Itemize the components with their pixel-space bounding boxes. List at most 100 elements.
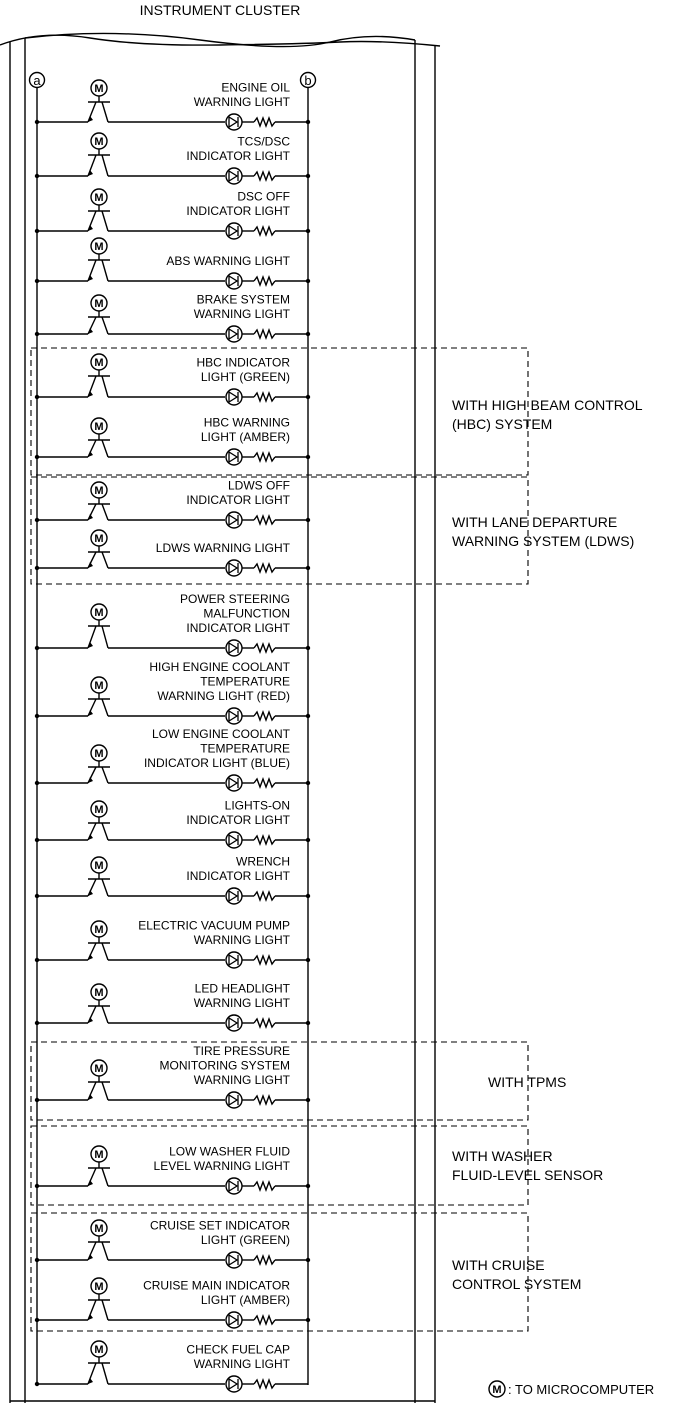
microcomputer-icon-letter: M	[94, 860, 103, 872]
resistor-icon	[253, 890, 276, 902]
circuit-label-line: MALFUNCTION	[203, 607, 290, 621]
circuit-label-line: WARNING LIGHT	[194, 307, 291, 321]
circuit-label-line: INDICATOR LIGHT	[186, 204, 290, 218]
transistor-arrow-icon	[88, 170, 93, 176]
circuit-label-line: TEMPERATURE	[200, 742, 290, 756]
transistor-arrow-icon	[88, 710, 93, 716]
circuit-label-line: LOW WASHER FLUID	[169, 1145, 290, 1159]
microcomputer-icon-letter: M	[94, 136, 103, 148]
transistor-collector	[101, 1081, 109, 1101]
transistor-collector	[101, 375, 109, 398]
microcomputer-icon-letter: M	[94, 298, 103, 310]
left-junction-dot	[34, 957, 40, 963]
microcomputer-icon-letter: M	[94, 804, 103, 816]
circuit-label-line: WARNING LIGHT (RED)	[157, 689, 290, 703]
microcomputer-icon-letter: M	[94, 421, 103, 433]
resistor-icon	[253, 710, 276, 722]
lamp-diode-icon	[228, 327, 239, 341]
resistor-icon	[253, 1094, 276, 1106]
lamp-diode-icon	[228, 1016, 239, 1030]
transistor-arrow-icon	[88, 954, 93, 960]
circuit-label-line: LIGHTS-ON	[225, 799, 290, 813]
transistor-collector	[101, 210, 109, 232]
resistor-icon	[253, 1180, 276, 1192]
circuit-label-line: INDICATOR LIGHT	[186, 621, 290, 635]
instrument-cluster-title: INSTRUMENT CLUSTER	[139, 2, 301, 18]
resistor-icon	[253, 1017, 276, 1029]
transistor-arrow-icon	[88, 1017, 93, 1023]
resistor-icon	[253, 275, 276, 287]
frame-top-inner-edge	[24, 32, 416, 48]
circuit-label-line: MONITORING SYSTEM	[160, 1059, 290, 1073]
microcomputer-icon-letter: M	[94, 680, 103, 692]
circuit-label-line: INDICATOR LIGHT	[186, 813, 290, 827]
option-group-label-line: WITH LANE DEPARTURE	[452, 514, 617, 530]
resistor-icon	[253, 170, 276, 182]
transistor-arrow-icon	[88, 562, 93, 568]
resistor-icon	[253, 451, 276, 463]
circuit-label-line: LDWS WARNING LIGHT	[156, 541, 291, 555]
circuit-label-line: HIGH ENGINE COOLANT	[149, 660, 290, 674]
transistor-collector	[101, 1005, 109, 1024]
left-junction-dot	[34, 1381, 40, 1387]
microcomputer-icon-letter: M	[94, 924, 103, 936]
lamp-diode-icon	[228, 450, 239, 464]
circuit-label-line: TEMPERATURE	[200, 675, 290, 689]
option-group-label-line: WITH TPMS	[488, 1074, 566, 1090]
circuit-label-line: LEVEL WARNING LIGHT	[154, 1159, 291, 1173]
resistor-icon	[253, 391, 276, 403]
right-junction-dot	[305, 517, 311, 523]
left-junction-dot	[34, 119, 40, 125]
lamp-diode-icon	[228, 224, 239, 238]
transistor-arrow-icon	[88, 1314, 93, 1320]
resistor-icon	[253, 514, 276, 526]
circuit-label-line: TCS/DSC	[237, 135, 290, 149]
transistor-collector	[101, 439, 109, 458]
left-junction-dot	[34, 517, 40, 523]
transistor-arrow-icon	[88, 328, 93, 334]
left-junction-dot	[34, 173, 40, 179]
option-group-box	[30, 1125, 529, 1206]
circuit-label-line: LED HEADLIGHT	[195, 982, 291, 996]
lamp-diode-icon	[228, 561, 239, 575]
resistor-icon	[253, 225, 276, 237]
microcomputer-icon-letter: M	[94, 357, 103, 369]
transistor-arrow-icon	[88, 1378, 93, 1384]
transistor-collector	[101, 1299, 109, 1321]
lamp-diode-icon	[228, 776, 239, 790]
lamp-diode-icon	[228, 115, 239, 129]
circuit-label-line: LIGHT (GREEN)	[201, 370, 290, 384]
circuit-label-line: WARNING LIGHT	[194, 1357, 291, 1371]
left-junction-dot	[34, 1183, 40, 1189]
circuit-label-line: INDICATOR LIGHT (BLUE)	[144, 756, 290, 770]
left-junction-dot	[34, 228, 40, 234]
transistor-collector	[101, 503, 109, 521]
transistor-arrow-icon	[88, 1094, 93, 1100]
microcomputer-icon-letter: M	[94, 1063, 103, 1075]
right-junction-dot	[305, 1020, 311, 1026]
resistor-icon	[253, 1378, 276, 1390]
left-junction-dot	[34, 1257, 40, 1263]
microcomputer-icon-letter: M	[94, 192, 103, 204]
circuit-label-line: CRUISE MAIN INDICATOR	[143, 1279, 290, 1293]
right-junction-dot	[305, 454, 311, 460]
terminal-left-circle	[28, 71, 46, 89]
circuit-label-line: LIGHT (AMBER)	[201, 430, 290, 444]
option-group-label-line: WITH CRUISE	[452, 1257, 545, 1273]
microcomputer-icon-letter: M	[94, 83, 103, 95]
transistor-collector	[101, 625, 109, 649]
microcomputer-icon-letter: M	[94, 533, 103, 545]
right-junction-dot	[305, 1183, 311, 1189]
microcomputer-icon-letter: M	[94, 1281, 103, 1293]
circuit-label-line: TIRE PRESSURE	[193, 1044, 290, 1058]
resistor-icon	[253, 777, 276, 789]
